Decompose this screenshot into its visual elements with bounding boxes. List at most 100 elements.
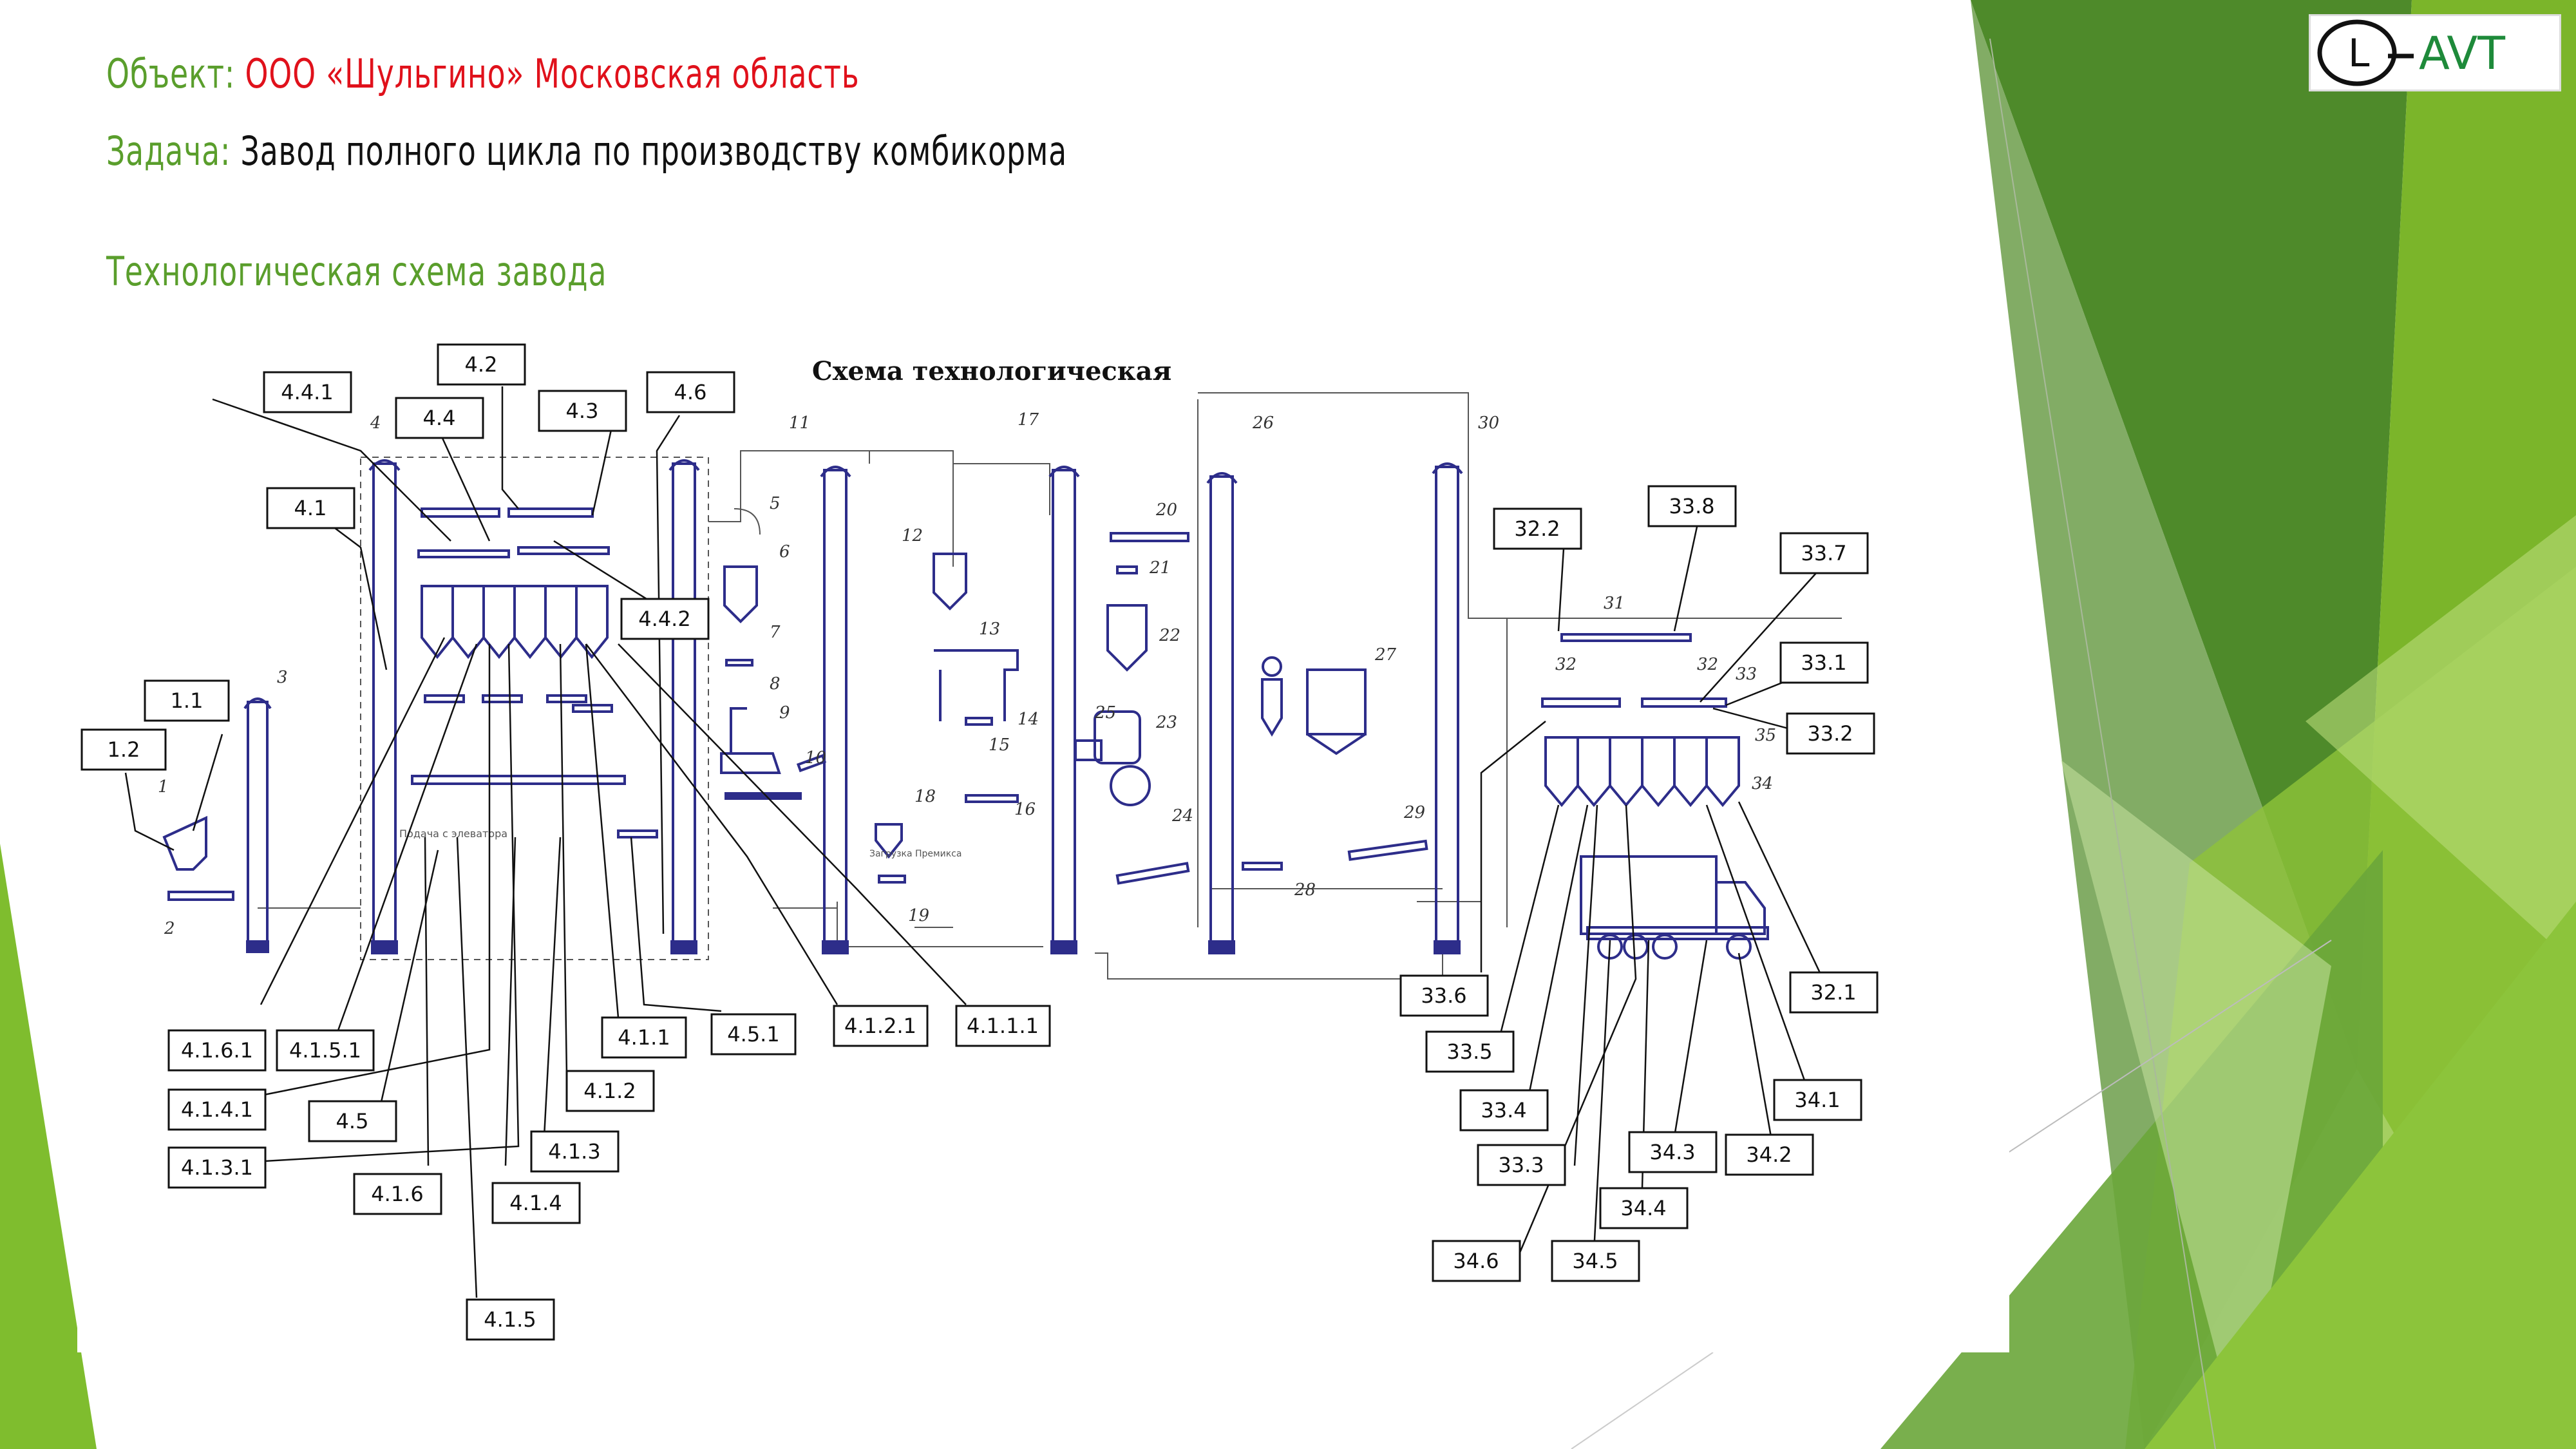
svg-text:4.1: 4.1 — [294, 496, 327, 520]
svg-text:5: 5 — [770, 494, 781, 513]
svg-text:32: 32 — [1555, 655, 1577, 674]
svg-text:4.3: 4.3 — [566, 399, 599, 423]
task-line: Задача: Завод полного цикла по производс… — [106, 128, 1067, 175]
svg-text:4.1.1: 4.1.1 — [618, 1025, 670, 1050]
callout-tag: 4.1.5.1 — [276, 1029, 375, 1072]
callout-tag: 4.5.1 — [710, 1013, 797, 1056]
callout-tag: 34.1 — [1773, 1079, 1862, 1121]
svg-text:33.7: 33.7 — [1801, 541, 1846, 565]
svg-text:11: 11 — [789, 413, 810, 433]
svg-text:28: 28 — [1294, 880, 1316, 900]
svg-text:33.5: 33.5 — [1446, 1039, 1492, 1064]
svg-text:34.6: 34.6 — [1453, 1249, 1499, 1273]
svg-text:1: 1 — [158, 777, 169, 797]
svg-text:4.4: 4.4 — [423, 406, 456, 430]
grinding-section — [720, 508, 827, 800]
svg-text:33.4: 33.4 — [1481, 1098, 1526, 1122]
callout-tag: 4.1.5 — [466, 1298, 555, 1341]
callout-tag: 33.2 — [1786, 712, 1875, 755]
callout-tag: 4.1.2.1 — [833, 1005, 929, 1047]
svg-text:31: 31 — [1604, 594, 1625, 613]
callout-tag: 33.5 — [1425, 1030, 1515, 1073]
diagram-title: Схема технологическая — [812, 356, 1171, 386]
svg-text:34.2: 34.2 — [1746, 1142, 1792, 1167]
leader-lines — [124, 386, 1830, 1298]
svg-text:34.3: 34.3 — [1649, 1140, 1695, 1164]
object-value: ООО «Шульгино» Московская область — [245, 50, 860, 97]
svg-text:14: 14 — [1018, 710, 1039, 729]
svg-text:1.1: 1.1 — [171, 688, 204, 713]
callout-tag: 4.4.1 — [263, 371, 352, 413]
object-line: Объект: ООО «Шульгино» Московская област… — [106, 50, 859, 97]
callout-tag: 4.1.3.1 — [167, 1146, 267, 1189]
callout-tag: 4.1.4 — [491, 1182, 581, 1224]
svg-text:32: 32 — [1697, 655, 1718, 674]
process-lines — [258, 392, 1842, 980]
svg-text:32.2: 32.2 — [1514, 516, 1560, 541]
callout-tag: 4.1 — [266, 487, 355, 529]
svg-text:4.1.2.1: 4.1.2.1 — [844, 1014, 916, 1038]
svg-text:4.1.5: 4.1.5 — [484, 1307, 536, 1332]
svg-text:15: 15 — [989, 735, 1010, 755]
callout-tag: 34.5 — [1551, 1240, 1640, 1282]
svg-text:4.5.1: 4.5.1 — [727, 1022, 779, 1046]
callout-tag: 4.1.6.1 — [167, 1029, 267, 1072]
svg-text:4.1.5.1: 4.1.5.1 — [289, 1038, 361, 1063]
callout-tag: 4.5 — [308, 1100, 397, 1142]
finished-product-section — [1541, 633, 1769, 960]
svg-text:4.1.6: 4.1.6 — [371, 1182, 423, 1206]
svg-text:35: 35 — [1755, 726, 1776, 745]
callout-tag: 4.1.1 — [601, 1016, 687, 1059]
callout-tag: 33.7 — [1779, 532, 1869, 574]
svg-text:24: 24 — [1171, 806, 1193, 826]
svg-text:4.5: 4.5 — [336, 1109, 369, 1133]
logo-letter: L — [2348, 31, 2370, 76]
callout-tag: 4.2 — [437, 343, 526, 386]
svg-text:33.8: 33.8 — [1669, 494, 1714, 518]
svg-text:13: 13 — [979, 620, 1000, 639]
svg-text:4.4.1: 4.4.1 — [281, 380, 333, 404]
callout-tag: 33.6 — [1399, 974, 1489, 1017]
svg-text:22: 22 — [1159, 626, 1180, 645]
callout-tag: 1.1 — [144, 679, 230, 722]
premix-note: Загрузка Премикса — [869, 849, 961, 859]
intake-hopper — [162, 815, 234, 901]
svg-text:33.3: 33.3 — [1498, 1153, 1544, 1177]
svg-text:34.1: 34.1 — [1794, 1088, 1840, 1112]
svg-text:33: 33 — [1736, 665, 1757, 684]
callout-tag: 32.2 — [1493, 507, 1582, 550]
callout-tag: 33.8 — [1647, 485, 1737, 527]
callout-tag: 4.1.3 — [530, 1130, 620, 1173]
svg-text:1.2: 1.2 — [108, 737, 140, 762]
svg-text:21: 21 — [1149, 558, 1171, 578]
callout-tag: 1.2 — [80, 728, 167, 771]
svg-text:4.1.4: 4.1.4 — [509, 1191, 562, 1215]
callout-tag: 4.1.6 — [353, 1173, 442, 1215]
svg-text:34.4: 34.4 — [1620, 1196, 1666, 1220]
svg-text:20: 20 — [1155, 500, 1177, 520]
silo-block-left: Подача с элеватора — [399, 507, 658, 840]
svg-text:4.1.3.1: 4.1.3.1 — [181, 1155, 253, 1180]
svg-text:34.5: 34.5 — [1572, 1249, 1618, 1273]
svg-text:4.1.1.1: 4.1.1.1 — [967, 1014, 1039, 1038]
svg-text:4.1.6.1: 4.1.6.1 — [181, 1038, 253, 1063]
svg-text:18: 18 — [914, 787, 936, 806]
svg-text:19: 19 — [908, 906, 929, 925]
callout-tag: 33.1 — [1779, 641, 1869, 684]
page-subtitle: Технологическая схема завода — [106, 248, 607, 295]
svg-text:33.6: 33.6 — [1421, 983, 1466, 1008]
svg-text:26: 26 — [1252, 413, 1274, 433]
svg-text:12: 12 — [902, 526, 923, 545]
svg-text:2: 2 — [164, 919, 175, 938]
callout-tag: 33.4 — [1459, 1089, 1549, 1132]
svg-text:7: 7 — [770, 623, 781, 642]
task-value: Завод полного цикла по производству комб… — [240, 128, 1068, 175]
svg-text:17: 17 — [1018, 410, 1039, 430]
svg-text:4.4.2: 4.4.2 — [638, 607, 690, 631]
mixing-section — [1074, 532, 1190, 885]
svg-text:27: 27 — [1374, 645, 1397, 665]
svg-text:4.1.3: 4.1.3 — [548, 1139, 600, 1164]
cooler-section — [1242, 656, 1428, 871]
svg-text:33.2: 33.2 — [1807, 721, 1853, 746]
feed-from-elevator-note: Подача с элеватора — [399, 828, 507, 840]
